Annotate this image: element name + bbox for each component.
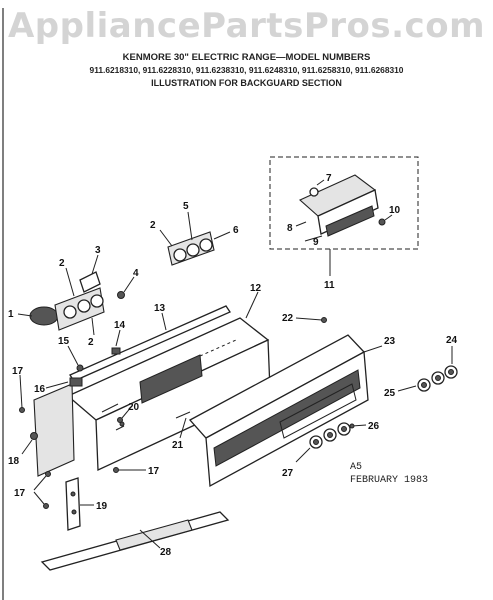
callout-labels: 1 2 2 2 3 4 5 6 7 8 9 10 11 12 13 14 15 … [8, 173, 458, 558]
callout-28: 28 [160, 547, 172, 558]
screw-22 [295, 317, 327, 323]
callout-17b: 17 [148, 466, 160, 477]
callout-9: 9 [313, 237, 319, 248]
screw-4 [117, 276, 135, 299]
small-parts-cluster [45, 329, 191, 439]
clock-lens [325, 205, 375, 237]
switch-assembly-left [17, 254, 105, 336]
header-subtitle: ILLUSTRATION FOR BACKGUARD SECTION [151, 78, 342, 88]
callout-11: 11 [324, 280, 335, 291]
callout-26: 26 [368, 421, 380, 432]
callout-7: 7 [326, 173, 332, 184]
callout-2a: 2 [59, 258, 65, 269]
callout-2b: 2 [88, 337, 94, 348]
clip-16 [69, 377, 83, 387]
callout-17a: 17 [12, 366, 24, 377]
selector-switch-1 [29, 306, 59, 326]
callout-21: 21 [172, 440, 184, 451]
callout-20: 20 [128, 402, 140, 413]
callout-18: 18 [8, 456, 20, 467]
header-model-numbers: 911.6218310, 911.6228310, 911.6238310, 9… [89, 65, 404, 75]
bracket-19 [65, 477, 94, 531]
knobs-right [397, 346, 458, 392]
screw-15 [76, 364, 84, 372]
watermark-logo: AppliancePartsPros.com [7, 6, 485, 46]
panel-window [139, 354, 203, 404]
callout-25: 25 [384, 388, 396, 399]
callout-1: 1 [8, 309, 14, 320]
callout-13: 13 [154, 303, 166, 314]
callout-24: 24 [446, 335, 458, 346]
switch-assembly-upper [159, 211, 231, 266]
callout-22: 22 [282, 313, 294, 324]
callout-2c: 2 [150, 220, 156, 231]
callout-27: 27 [282, 468, 294, 479]
callout-10: 10 [389, 205, 401, 216]
callout-12: 12 [250, 283, 262, 294]
callout-14: 14 [114, 320, 126, 331]
clock-knob-7 [309, 187, 319, 197]
clock-screw-10 [378, 218, 386, 226]
callout-5: 5 [183, 201, 189, 212]
bottom-trim-28 [40, 511, 230, 571]
backguard-cover-23 [188, 334, 383, 488]
callout-3: 3 [95, 245, 101, 256]
callout-23: 23 [384, 336, 396, 347]
knobs-lower [295, 422, 367, 463]
footer-code: A5 [350, 462, 363, 473]
screws-lower-left [21, 432, 146, 509]
callout-17c: 17 [14, 488, 26, 499]
callout-16: 16 [34, 384, 46, 395]
callout-8: 8 [287, 223, 293, 234]
footer-date: FEBRUARY 1983 [350, 475, 429, 486]
screw-20 [117, 417, 123, 423]
callout-19: 19 [96, 501, 108, 512]
callout-15: 15 [58, 336, 70, 347]
switch-bracket-3 [79, 271, 101, 293]
clock-assembly-box [269, 156, 419, 276]
callout-4: 4 [133, 268, 139, 279]
screw-18 [30, 432, 38, 440]
header-title: KENMORE 30" ELECTRIC RANGE—MODEL NUMBERS [122, 52, 371, 63]
bracket-14 [111, 347, 121, 355]
callout-6: 6 [233, 225, 239, 236]
end-cap-left [19, 374, 75, 477]
